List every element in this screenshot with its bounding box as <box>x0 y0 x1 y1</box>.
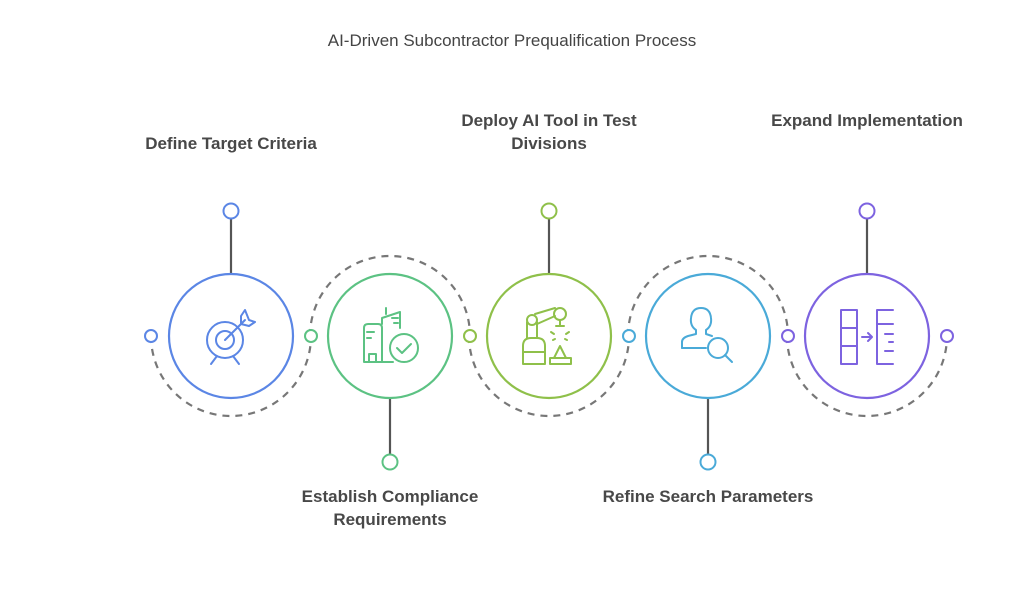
step-node[interactable] <box>167 272 295 400</box>
step-label-expand-implementation: Expand Implementation <box>771 111 963 130</box>
robotic-arm-icon <box>522 307 572 365</box>
joint-circle <box>622 329 636 343</box>
step-node[interactable] <box>803 272 931 400</box>
user-search-icon <box>681 307 733 363</box>
stem-end-circle <box>699 453 717 471</box>
target-arrow-icon <box>206 309 256 365</box>
stem-end-circle <box>222 202 240 220</box>
dashed-arc <box>785 335 949 418</box>
dashed-arcs <box>149 254 949 418</box>
dashed-arc <box>467 335 631 418</box>
step-circle <box>326 272 454 400</box>
joint-circle <box>940 329 954 343</box>
step-nodes <box>167 272 931 400</box>
step-label-define-target-criteria: Define Target Criteria <box>145 134 317 153</box>
step-circle <box>644 272 772 400</box>
stem-end-circle <box>381 453 399 471</box>
step-label-refine-search: Refine Search Parameters <box>602 487 814 506</box>
diagram-title: AI-Driven Subcontractor Prequalification… <box>327 31 697 50</box>
step-node[interactable] <box>326 272 454 400</box>
dashed-arc <box>149 335 313 418</box>
step-label-establish-compliance: Establish Compliance Requirements <box>301 487 479 529</box>
stem-end-circle <box>858 202 876 220</box>
stems <box>222 202 876 471</box>
joint-circle <box>463 329 477 343</box>
joint-circle <box>144 329 158 343</box>
stem-end-circle <box>540 202 558 220</box>
dashed-arc <box>308 254 472 337</box>
step-node[interactable] <box>644 272 772 400</box>
step-label-deploy-ai-tool: Deploy AI Tool in Test Divisions <box>461 111 637 153</box>
joint-circle <box>781 329 795 343</box>
joint-circle <box>304 329 318 343</box>
expand-list-icon <box>840 309 894 365</box>
dashed-arc <box>626 254 790 337</box>
building-check-icon <box>363 307 419 363</box>
step-circle <box>167 272 295 400</box>
joint-circles <box>144 329 954 343</box>
step-circle <box>485 272 613 400</box>
step-node[interactable] <box>485 272 613 400</box>
